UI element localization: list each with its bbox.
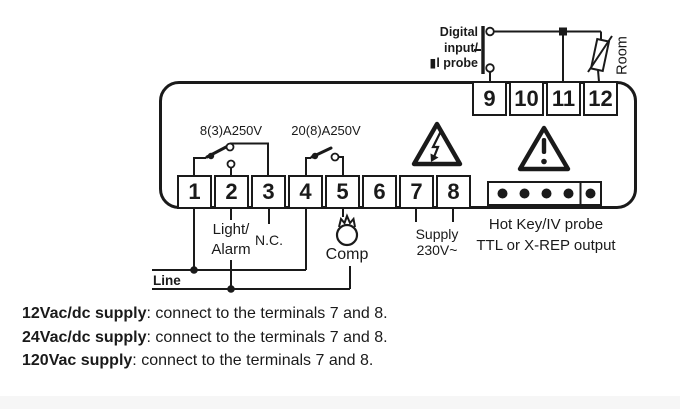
note-12vacdc-bold: 12Vac/dc supply xyxy=(22,305,147,322)
terminal-9: 9 xyxy=(472,81,507,116)
terminal-row-bottom: 1 2 3 4 5 6 7 8 xyxy=(177,175,471,209)
supply-label-line2: 230V~ xyxy=(416,242,458,258)
comp-label: Comp xyxy=(325,246,369,263)
general-warning-icon xyxy=(517,125,571,172)
hotkey-label: Hot Key/IV probe TTL or X-REP output xyxy=(464,214,628,256)
digital-input-label-line1: Digital xyxy=(439,25,478,39)
terminal-6: 6 xyxy=(362,175,397,209)
relay2-rating-label: 20(8)A250V xyxy=(291,123,361,138)
relay1-spdt-contact xyxy=(193,142,269,176)
terminal-8: 8 xyxy=(436,175,471,209)
note-12vacdc: 12Vac/dc supply: connect to the terminal… xyxy=(22,302,388,326)
terminal-11: 11 xyxy=(546,81,581,116)
terminal-10: 10 xyxy=(509,81,544,116)
terminal-row-top: 9 10 11 12 xyxy=(472,81,618,116)
relay2-spst-contact xyxy=(305,146,344,176)
terminal-7: 7 xyxy=(399,175,434,209)
nc-label: N.C. xyxy=(255,232,283,248)
note-24vacdc-bold: 24Vac/dc supply xyxy=(22,328,147,346)
line-label: Line xyxy=(153,273,181,288)
digital-input-label: Digital input/ ▮l probe xyxy=(414,25,478,72)
light-alarm-label-line1: Light/ xyxy=(212,221,250,238)
line-wire xyxy=(152,209,307,274)
digital-input-label-line3: ▮l probe xyxy=(429,56,478,70)
terminal-12: 12 xyxy=(583,81,618,116)
junction-dot xyxy=(227,285,235,293)
terminal-3: 3 xyxy=(251,175,286,209)
hotkey-connector xyxy=(487,181,602,206)
supply-label-line1: Supply xyxy=(415,226,459,242)
digital-input-switch xyxy=(474,26,601,82)
hotkey-label-line2: TTL or X-REP output xyxy=(476,237,616,254)
note-120vac-text: : connect to the terminals 7 and 8. xyxy=(132,352,374,369)
footer-bar xyxy=(0,396,680,409)
terminal-5: 5 xyxy=(325,175,360,209)
terminal-4: 4 xyxy=(288,175,323,209)
note-24vacdc-text: : connect to the terminals 7 and 8. xyxy=(146,328,388,346)
digital-input-label-line2: input/ xyxy=(443,40,478,55)
junction-dot xyxy=(190,266,198,274)
light-alarm-label: Light/ Alarm xyxy=(204,220,258,260)
compressor-icon xyxy=(335,213,359,247)
note-120vac-bold: 120Vac supply xyxy=(22,352,133,369)
room-probe-label: Room xyxy=(614,36,631,75)
room-probe-thermistor-icon xyxy=(587,31,613,83)
junction-square xyxy=(559,27,567,36)
note-24vacdc: 24Vac/dc supply: connect to the terminal… xyxy=(22,326,388,350)
supply-notes: 12Vac/dc supply: connect to the terminal… xyxy=(22,302,388,373)
terminal-stubs xyxy=(268,209,454,224)
terminal-1: 1 xyxy=(177,175,212,209)
hotkey-label-line1: Hot Key/IV probe xyxy=(488,216,604,233)
terminal-2: 2 xyxy=(214,175,249,209)
relay1-rating-label: 8(3)A250V xyxy=(199,123,263,138)
note-12vacdc-text: : connect to the terminals 7 and 8. xyxy=(146,305,388,322)
note-120vac: 120Vac supply: connect to the terminals … xyxy=(22,349,388,373)
light-alarm-label-line2: Alarm xyxy=(211,241,251,258)
high-voltage-warning-icon xyxy=(411,121,463,167)
supply-label: Supply 230V~ xyxy=(403,226,471,258)
